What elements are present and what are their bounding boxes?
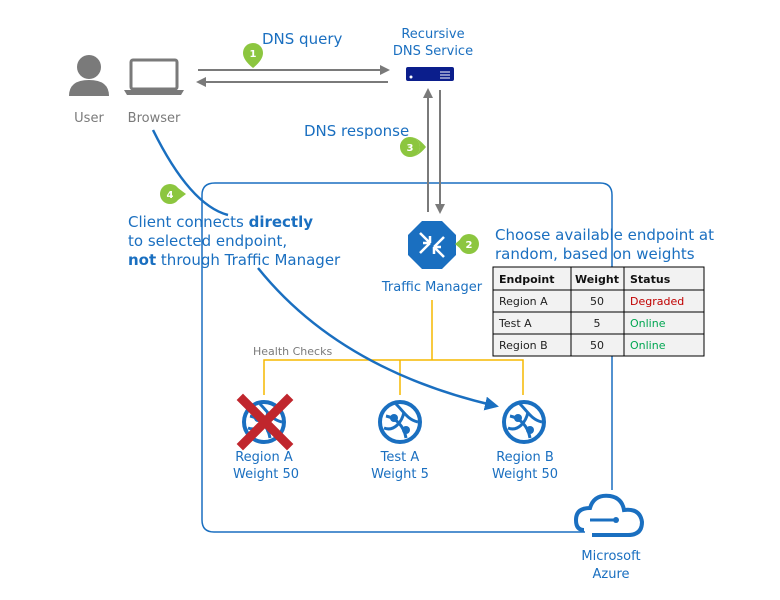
step-3-badge: 3: [400, 137, 426, 157]
failed-x-icon: [236, 393, 294, 451]
health-check-lines: [263, 300, 524, 395]
svg-text:3: 3: [407, 143, 414, 154]
table-cell-status: Online: [630, 317, 666, 330]
endpoint-weight: Weight 50: [492, 467, 558, 482]
traffic-manager-label: Traffic Manager: [381, 280, 483, 295]
table-cell-endpoint: Region A: [499, 295, 548, 308]
step-4-label-2: to selected endpoint,: [128, 232, 287, 250]
dns-response-label: DNS response: [304, 122, 409, 140]
azure-label-2: Azure: [592, 567, 629, 582]
endpoint-name: Region A: [235, 450, 293, 465]
table-cell-endpoint: Test A: [498, 317, 532, 330]
step-2-label: Choose available endpoint at: [495, 226, 714, 244]
dns-service-label: Recursive: [401, 27, 464, 42]
table-cell-endpoint: Region B: [499, 339, 548, 352]
endpoint-weight: Weight 50: [233, 467, 299, 482]
client-connection-arrow: [151, 129, 496, 406]
endpoint-name: Test A: [380, 450, 420, 465]
endpoint-region-b: Region B Weight 50: [492, 400, 558, 482]
dns-server-icon: [406, 67, 454, 81]
table-cell-weight: 50: [590, 339, 604, 352]
step-2-label-2: random, based on weights: [495, 245, 695, 263]
table-header-endpoint: Endpoint: [499, 273, 555, 286]
table-cell-weight: 5: [594, 317, 601, 330]
step-2-badge: 2: [455, 234, 479, 254]
endpoint-weight: Weight 5: [371, 467, 429, 482]
dns-query-label: DNS query: [262, 30, 342, 48]
table-header-status: Status: [630, 273, 671, 286]
table-cell-status: Degraded: [630, 295, 684, 308]
user-icon: [69, 55, 109, 96]
health-checks-label: Health Checks: [253, 345, 332, 358]
step-4-badge: 4: [160, 184, 186, 204]
endpoint-region-a: Region A Weight 50: [233, 393, 299, 482]
endpoint-test-a: Test A Weight 5: [371, 400, 429, 482]
dns-service-label-2: DNS Service: [393, 44, 473, 59]
azure-boundary: [201, 182, 613, 533]
table-cell-status: Online: [630, 339, 666, 352]
endpoint-table: Endpoint Weight Status Region A 50 Degra…: [492, 266, 705, 357]
step-4-label-3: not through Traffic Manager: [128, 251, 341, 269]
azure-label: Microsoft: [581, 549, 640, 564]
user-label: User: [74, 111, 104, 126]
endpoint-name: Region B: [496, 450, 554, 465]
svg-text:4: 4: [167, 190, 174, 201]
laptop-icon: [124, 58, 184, 95]
azure-cloud-icon: [573, 493, 645, 537]
traffic-manager-icon: [408, 221, 456, 269]
step-1-badge: 1: [243, 43, 263, 68]
svg-text:2: 2: [466, 240, 473, 251]
step-4-label: Client connects directly: [128, 213, 313, 231]
svg-text:1: 1: [250, 49, 257, 60]
table-cell-weight: 50: [590, 295, 604, 308]
table-header-weight: Weight: [575, 273, 619, 286]
browser-label: Browser: [128, 111, 181, 126]
